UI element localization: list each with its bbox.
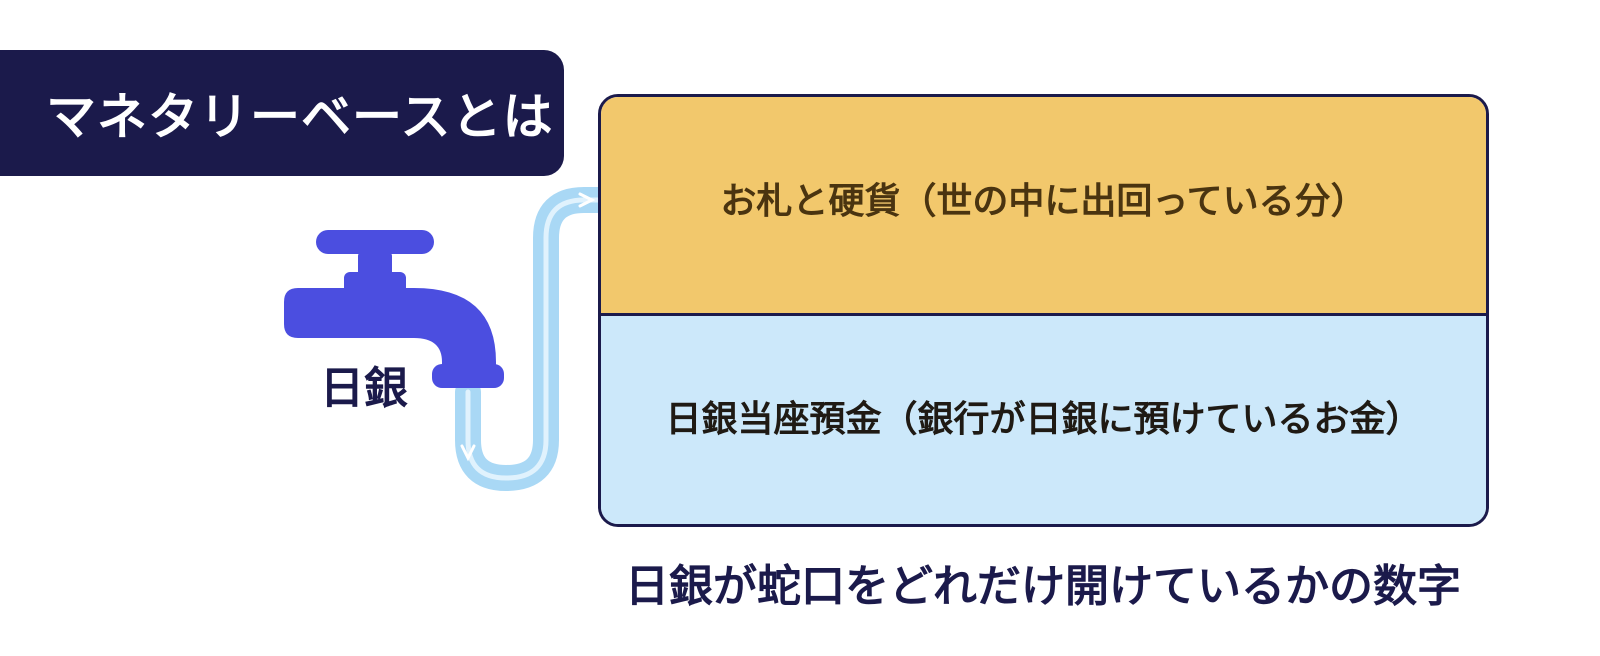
flow-arrow-right bbox=[578, 192, 596, 208]
flow-arrow-down bbox=[460, 444, 476, 462]
currency-layer-label: お札と硬貨（世の中に出回っている分） bbox=[720, 181, 1367, 222]
faucet-icon bbox=[284, 230, 504, 388]
reserves-layer: 日銀当座預金（銀行が日銀に預けているお金） bbox=[601, 316, 1486, 524]
title-banner: マネタリーベースとは bbox=[0, 50, 564, 176]
water-flow-pipe bbox=[455, 187, 613, 491]
currency-layer: お札と硬貨（世の中に出回っている分） bbox=[601, 97, 1486, 316]
faucet-label: 日銀 bbox=[320, 363, 408, 414]
reserves-layer-label: 日銀当座預金（銀行が日銀に預けているお金） bbox=[665, 399, 1422, 440]
page-title: マネタリーベースとは bbox=[46, 88, 554, 146]
caption: 日銀が蛇口をどれだけ開けているかの数字 bbox=[625, 561, 1461, 612]
monetary-base-stack: お札と硬貨（世の中に出回っている分） 日銀当座預金（銀行が日銀に預けているお金） bbox=[598, 94, 1489, 527]
